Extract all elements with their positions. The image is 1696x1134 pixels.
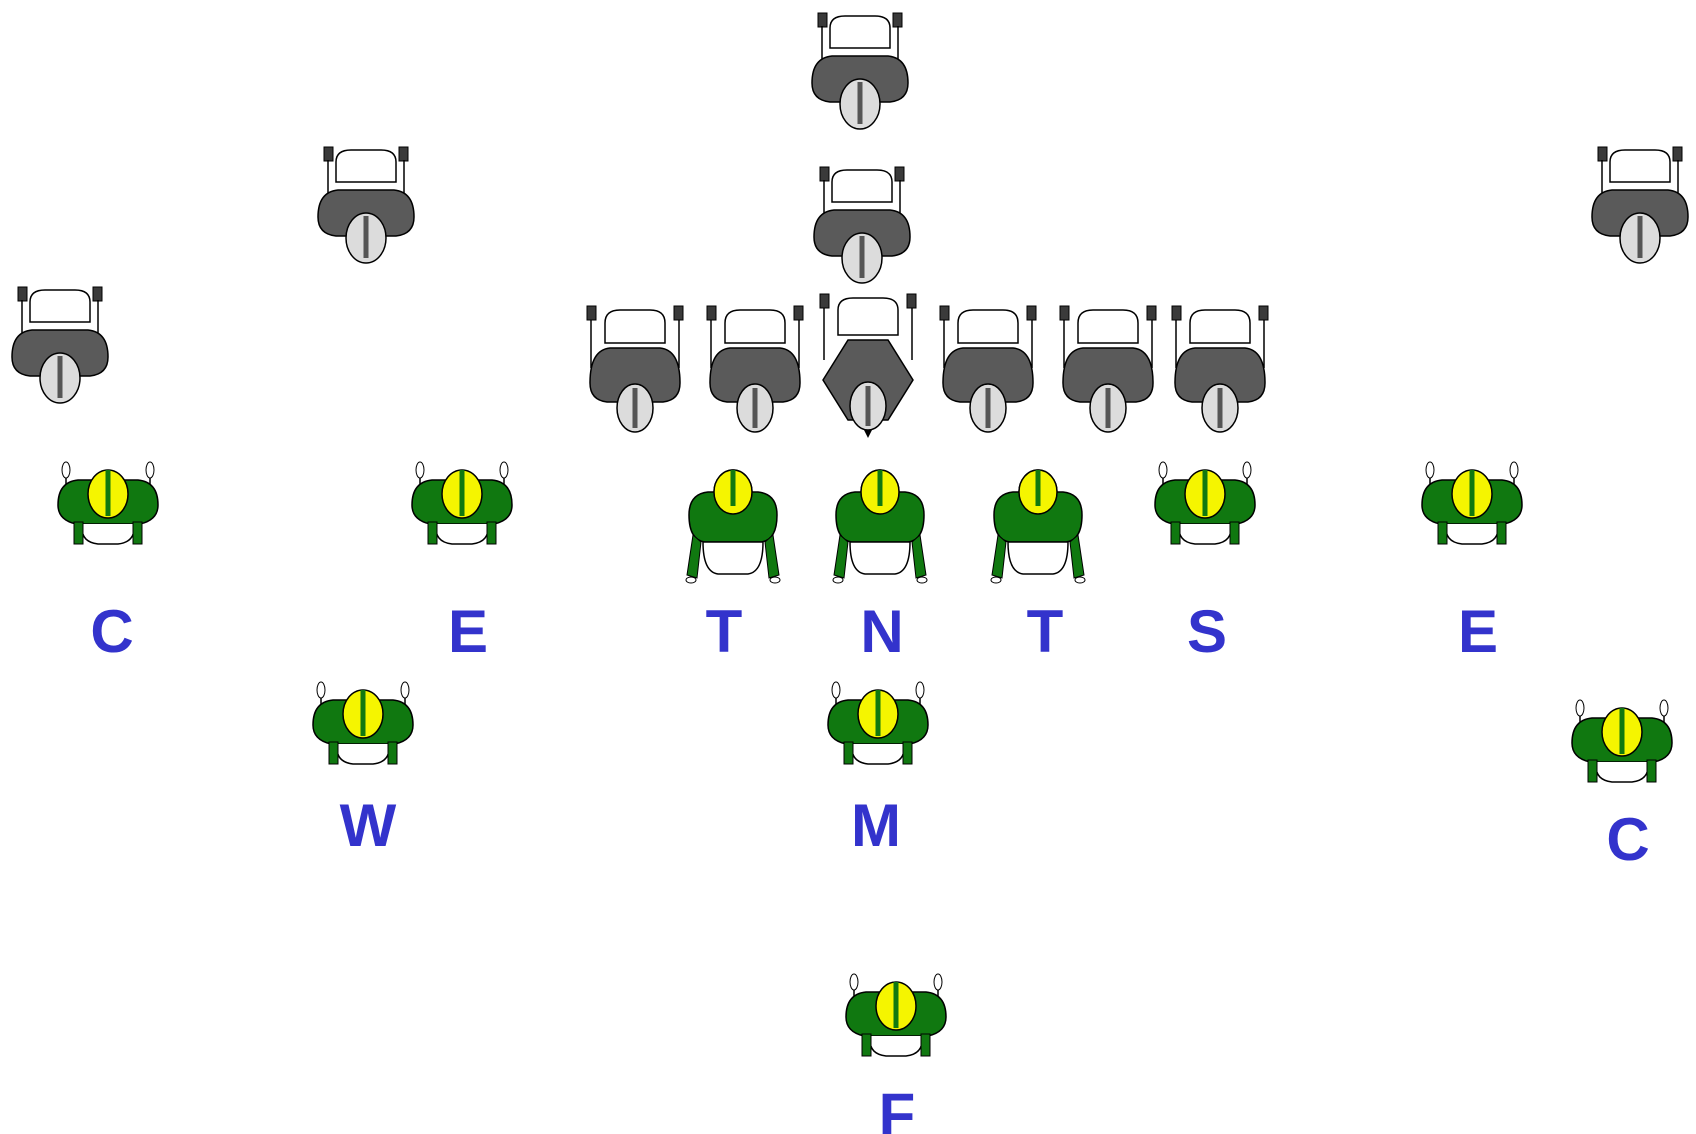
defense-player-icon — [1422, 462, 1522, 544]
position-label-c-right: C — [1606, 806, 1649, 873]
defense-player-icon — [991, 470, 1085, 583]
offense-player-icon — [12, 287, 108, 403]
position-label-f: F — [879, 1081, 916, 1134]
offense-player-icon — [587, 306, 683, 432]
offense-player-icon — [318, 147, 414, 263]
position-label-e-left: E — [448, 598, 488, 665]
defense-player-icon — [412, 462, 512, 544]
defense-player-icon — [846, 974, 946, 1056]
offense-player-icon — [707, 306, 803, 432]
defense-player-icon — [58, 462, 158, 544]
offense-player-icon — [1060, 306, 1156, 432]
position-label-n: N — [860, 598, 903, 665]
position-label-m: M — [851, 792, 901, 859]
position-label-w: W — [340, 792, 397, 859]
position-label-s: S — [1187, 598, 1227, 665]
position-label-t-left: T — [706, 598, 743, 665]
defense-player-icon — [1155, 462, 1255, 544]
defense-player-icon — [1572, 700, 1672, 782]
defense-player-icon — [833, 470, 927, 583]
position-label-c-left: C — [90, 598, 133, 665]
offense-player-icon — [812, 13, 908, 129]
offense-player-icon — [814, 167, 910, 283]
position-label-t-right: T — [1027, 598, 1064, 665]
defense-player-icon — [686, 470, 780, 583]
offense-player-icon — [820, 294, 916, 438]
defense-player-icon — [313, 682, 413, 764]
defense-player-icon — [828, 682, 928, 764]
offense-player-icon — [940, 306, 1036, 432]
position-label-e-right: E — [1458, 598, 1498, 665]
offense-player-icon — [1592, 147, 1688, 263]
offense-player-icon — [1172, 306, 1268, 432]
